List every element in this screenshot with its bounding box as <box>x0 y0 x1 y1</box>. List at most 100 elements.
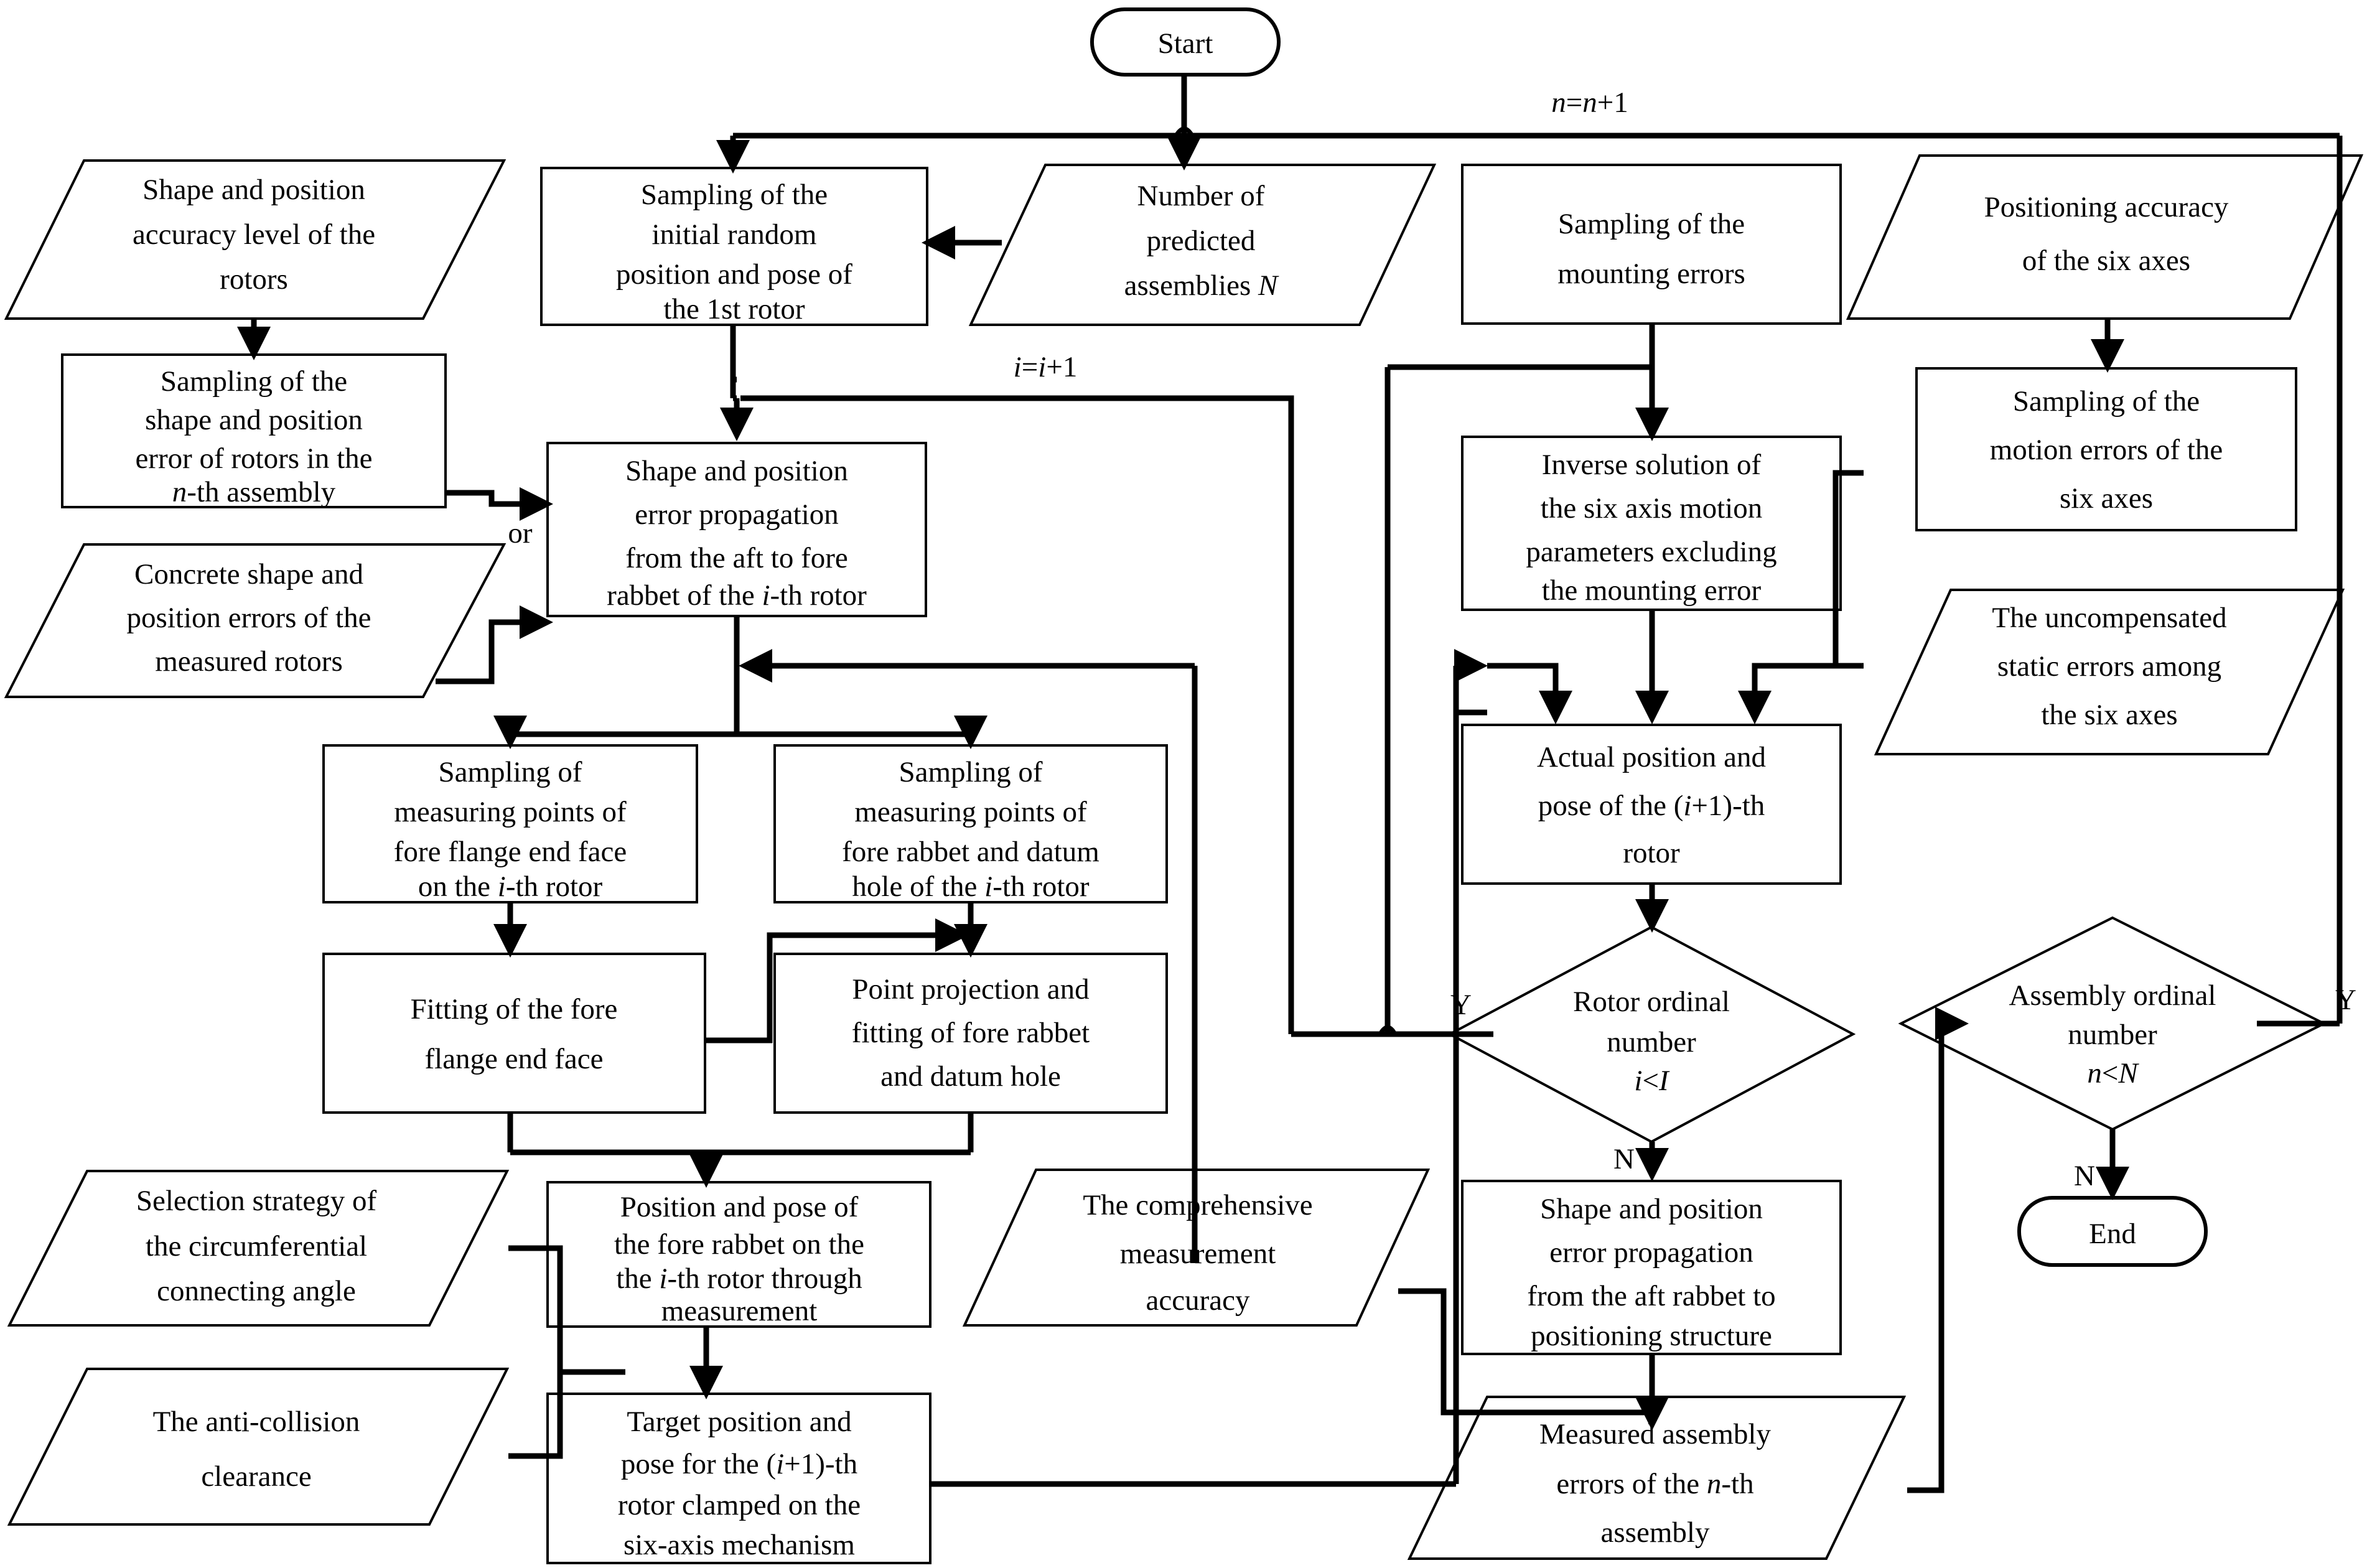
node-posepose-line1: Position and pose of <box>620 1191 859 1223</box>
node-selection-line2: the circumferential <box>146 1230 367 1262</box>
node-errprop-line3: from the aft to fore <box>625 542 848 574</box>
node-sampling-shape-pos-error-line1: Sampling of the <box>161 365 347 398</box>
node-static-line1: The uncompensated <box>1992 602 2226 634</box>
conn-static-into-actual <box>1738 663 1864 724</box>
node-selection-line3: connecting angle <box>157 1275 356 1307</box>
node-aftrabbet-line3: from the aft rabbet to <box>1527 1280 1775 1312</box>
node-inverse-line4: the mounting error <box>1542 574 1762 607</box>
node-measured-line3: assembly <box>1601 1516 1710 1549</box>
node-target-line3: rotor clamped on the <box>618 1489 861 1521</box>
conn-sampling-error-to-prop <box>446 487 553 521</box>
node-assemblydiamond-line2: number <box>2068 1019 2157 1051</box>
conn-left-into-actual <box>1487 663 1572 724</box>
node-sampling-initial-line1: Sampling of the <box>641 179 828 211</box>
node-selection-line1: Selection strategy of <box>136 1185 377 1217</box>
node-sampling-initial-random: Sampling of the initial random position … <box>540 167 928 326</box>
node-shape-pos-accuracy: Shape and position accuracy level of the… <box>4 159 507 320</box>
node-posepose-line4: measurement <box>661 1295 818 1327</box>
node-number-predicted-assemblies: Number of predicted assemblies N <box>968 164 1437 326</box>
edge-label-assembly-no: N <box>2074 1160 2095 1192</box>
node-selection-strategy: Selection strategy of the circumferentia… <box>7 1170 510 1327</box>
node-end-label: End <box>2089 1218 2136 1250</box>
node-motion-line3: six axes <box>2060 482 2153 515</box>
node-mounting-line1: Sampling of the <box>1558 208 1745 240</box>
node-rabbetpts-line2: measuring points of <box>854 796 1087 828</box>
node-comprehensive-line1: The comprehensive <box>1083 1189 1312 1221</box>
conn-i-increment-loop <box>740 395 1294 1034</box>
node-target-line4: six-axis mechanism <box>623 1529 855 1561</box>
node-actual-line2: pose of the (i+1)-th <box>1538 790 1765 822</box>
node-inverse-solution: Inverse solution of the six axis motion … <box>1461 436 1842 611</box>
node-anticollision-line2: clearance <box>201 1460 311 1493</box>
node-inverse-line1: Inverse solution of <box>1542 449 1762 481</box>
node-sampling-fore-flange-points: Sampling of measuring points of fore fla… <box>322 744 698 903</box>
node-sampling-shape-pos-error-line2: shape and position <box>145 404 363 436</box>
node-sampling-mounting-errors: Sampling of the mounting errors <box>1461 164 1842 325</box>
node-posepose-line3: the i-th rotor through <box>616 1262 862 1295</box>
node-shape-pos-accuracy-line1: Shape and position <box>142 174 365 206</box>
node-error-prop-aft-to-fore: Shape and position error propagation fro… <box>546 442 927 617</box>
node-flangepts-line4: on the i-th rotor <box>418 870 603 903</box>
node-sampling-shape-pos-error-line3: error of rotors in the <box>135 442 372 475</box>
edge-label-i-increment: i=i+1 <box>1014 351 1078 383</box>
node-concrete-line2: position errors of the <box>127 602 371 634</box>
node-anti-collision-clearance: The anti-collision clearance <box>7 1368 510 1526</box>
conn-hop-rotorY <box>1378 1025 1398 1035</box>
node-error-prop-aft-rabbet: Shape and position error propagation fro… <box>1461 1180 1842 1355</box>
node-start-label: Start <box>1158 27 1213 60</box>
node-assemblydiamond-line3: n<N <box>2087 1057 2139 1090</box>
node-actual-line3: rotor <box>1623 837 1680 869</box>
node-mounting-line2: mounting errors <box>1557 258 1745 290</box>
node-rabbetpts-line4: hole of the i-th rotor <box>852 870 1089 903</box>
conn-anticollision-up <box>508 1372 563 1459</box>
node-errprop-line1: Shape and position <box>625 455 848 487</box>
node-aftrabbet-line1: Shape and position <box>1540 1193 1763 1225</box>
node-errprop-line4: rabbet of the i-th rotor <box>607 579 867 612</box>
node-rabbetpts-line1: Sampling of <box>899 756 1042 788</box>
node-sampling-shape-pos-error: Sampling of the shape and position error… <box>61 353 447 508</box>
node-target-line1: Target position and <box>627 1406 851 1438</box>
node-motion-line2: motion errors of the <box>1990 434 2223 466</box>
node-flangepts-line3: fore flange end face <box>394 836 627 868</box>
node-measured-line1: Measured assembly <box>1539 1418 1771 1450</box>
node-fitting-line1: Fitting of the fore <box>411 993 618 1025</box>
node-comprehensive-line2: measurement <box>1120 1238 1276 1270</box>
node-sampling-fore-rabbet-points: Sampling of measuring points of fore rab… <box>773 744 1168 903</box>
node-fitting-line2: flange end face <box>424 1043 603 1075</box>
node-end: End <box>2017 1196 2208 1267</box>
node-actual-position-pose: Actual position and pose of the (i+1)-th… <box>1461 724 1842 885</box>
node-inverse-line2: the six axis motion <box>1541 492 1762 525</box>
node-start: Start <box>1090 7 1281 77</box>
node-rotordiamond-line2: number <box>1607 1026 1696 1058</box>
edge-label-or: or <box>508 517 533 549</box>
node-comprehensive-measurement-accuracy: The comprehensive measurement accuracy <box>962 1169 1431 1327</box>
conn-comprehensive-right <box>1398 1288 1487 1416</box>
node-target-position-pose: Target position and pose for the (i+1)-t… <box>546 1393 931 1564</box>
node-uncompensated-static-errors: The uncompensated static errors among th… <box>1874 589 2345 755</box>
node-static-line3: the six axes <box>2041 699 2177 731</box>
edge-label-n-increment: n=n+1 <box>1551 86 1628 119</box>
conn-fitting-to-projection <box>705 918 969 1043</box>
edge-label-assembly-yes: Y <box>2335 984 2356 1016</box>
node-number-line1: Number of <box>1137 180 1265 212</box>
node-fitting-fore-flange: Fitting of the fore flange end face <box>322 953 706 1114</box>
node-concrete-shape-pos-errors: Concrete shape and position errors of th… <box>4 543 507 698</box>
conn-motion-errors-down <box>1832 470 1864 666</box>
node-static-line2: static errors among <box>1997 650 2221 683</box>
node-proj-line1: Point projection and <box>852 973 1089 1006</box>
node-assemblydiamond-line1: Assembly ordinal <box>2009 979 2216 1012</box>
node-sampling-shape-pos-error-line4: n-th assembly <box>172 476 336 508</box>
node-positioning-line2: of the six axes <box>2022 245 2190 277</box>
conn-concrete-to-prop <box>436 605 553 684</box>
node-rotor-ordinal-number: Rotor ordinal number i<I <box>1447 925 1856 1144</box>
node-shape-pos-accuracy-line3: rotors <box>220 263 288 296</box>
node-aftrabbet-line4: positioning structure <box>1531 1320 1772 1352</box>
node-measured-line2: errors of the n-th <box>1556 1468 1753 1500</box>
node-proj-line3: and datum hole <box>880 1060 1061 1093</box>
node-rabbetpts-line3: fore rabbet and datum <box>842 836 1099 868</box>
node-position-pose-fore-rabbet: Position and pose of the fore rabbet on … <box>546 1181 931 1328</box>
node-motion-line1: Sampling of the <box>2013 385 2200 418</box>
node-rotordiamond-line1: Rotor ordinal <box>1573 986 1730 1018</box>
node-assembly-ordinal-number: Assembly ordinal number n<N <box>1898 916 2327 1131</box>
node-anticollision-line1: The anti-collision <box>153 1406 360 1438</box>
